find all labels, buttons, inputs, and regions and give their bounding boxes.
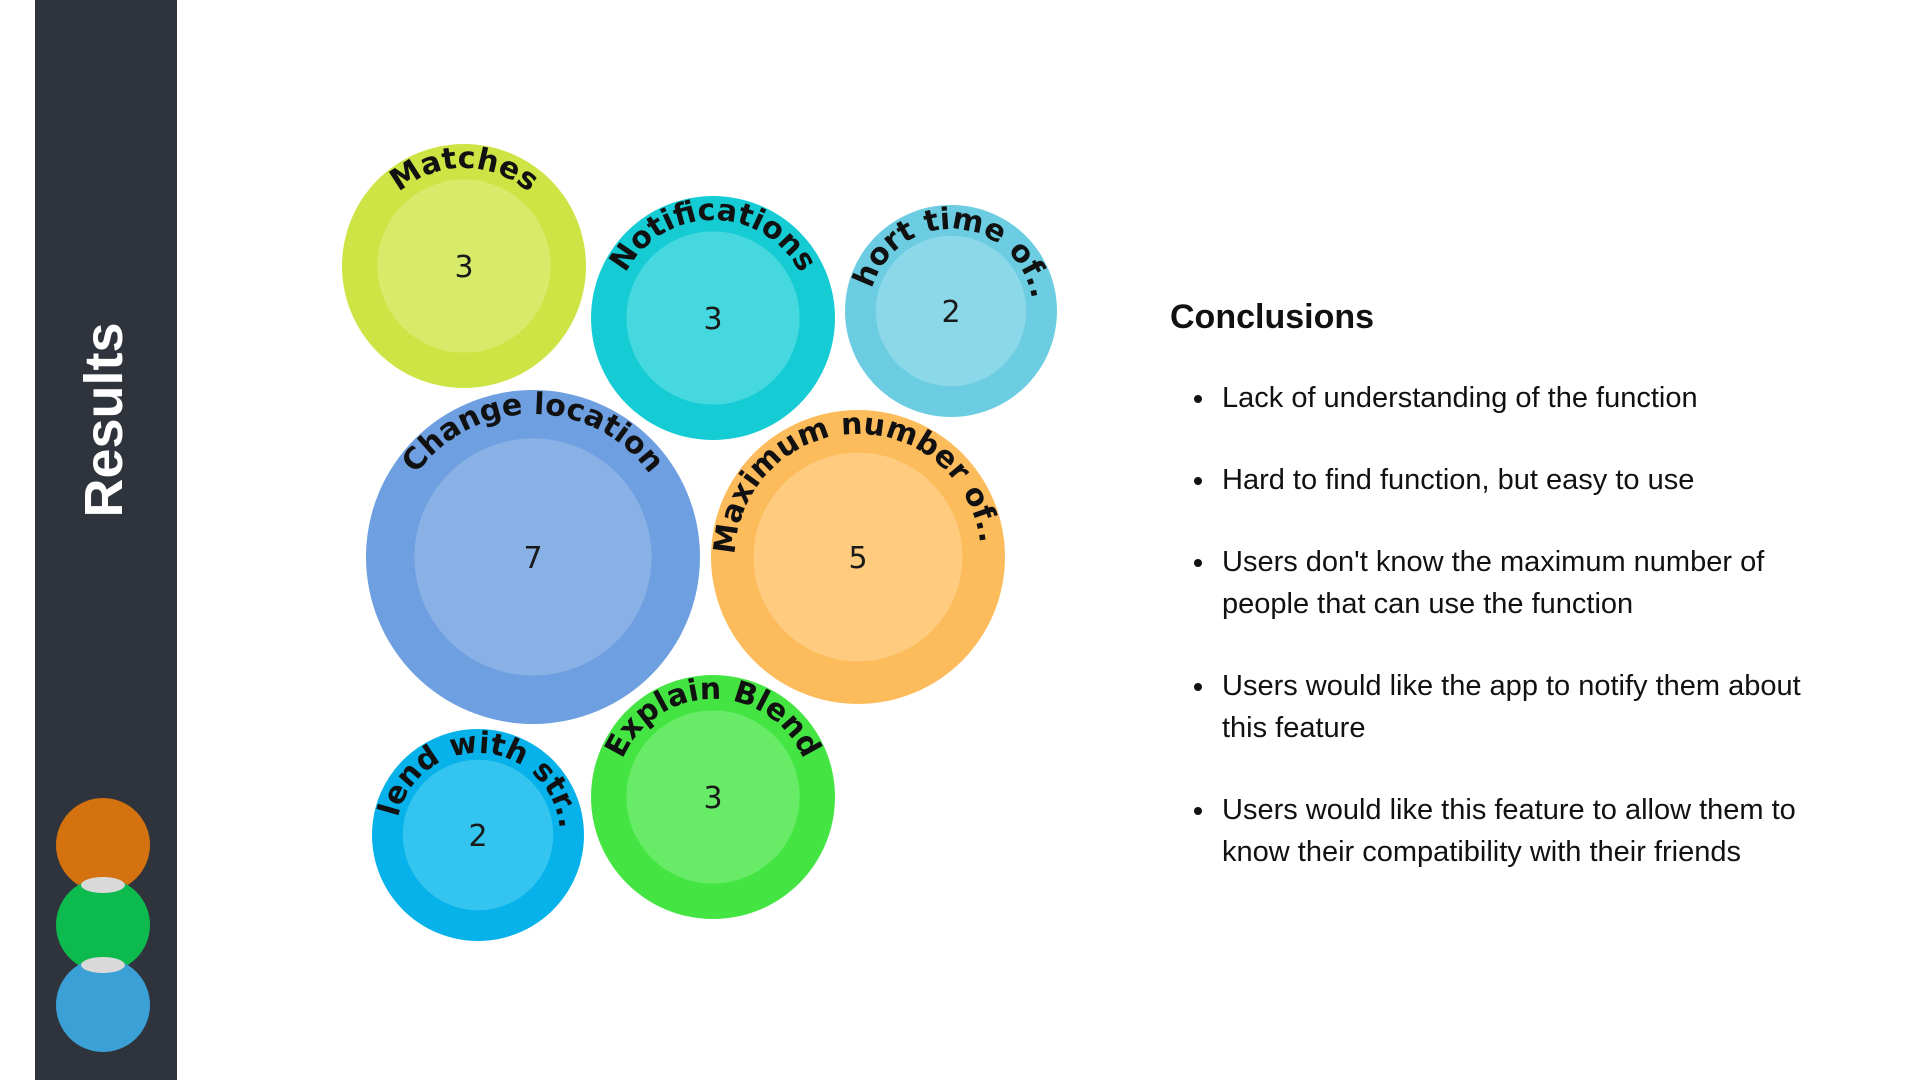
conclusion-text: Users would like the app to notify them … xyxy=(1222,670,1801,744)
bubble-inner xyxy=(414,438,652,676)
bubble-value: 7 xyxy=(523,541,542,576)
conclusion-item: Lack of understanding of the function xyxy=(1170,377,1820,419)
conclusion-text: Lack of understanding of the function xyxy=(1222,382,1698,414)
conclusion-text: Users don't know the maximum number of p… xyxy=(1222,546,1765,620)
bubble-value: 3 xyxy=(703,781,722,816)
bullet-icon xyxy=(1194,395,1202,403)
conclusion-text: Hard to find function, but easy to use xyxy=(1222,464,1695,496)
bullet-icon xyxy=(1194,477,1202,485)
decorative-circles xyxy=(56,798,150,1052)
conclusion-text: Users would like this feature to allow t… xyxy=(1222,794,1796,868)
conclusions-panel: Conclusions Lack of understanding of the… xyxy=(1170,298,1820,913)
decor-overlap xyxy=(81,877,125,893)
bubble-value: 2 xyxy=(468,819,487,854)
conclusion-item: Users would like the app to notify them … xyxy=(1170,665,1820,749)
bullet-icon xyxy=(1194,559,1202,567)
conclusion-item: Users don't know the maximum number of p… xyxy=(1170,541,1820,625)
conclusion-item: Hard to find function, but easy to use xyxy=(1170,459,1820,501)
bubble-value: 5 xyxy=(848,541,867,576)
bubble-inner xyxy=(626,231,800,405)
bubble-value: 2 xyxy=(941,295,960,330)
bubble-inner xyxy=(402,759,554,911)
decor-circle xyxy=(56,798,150,892)
bubble-inner xyxy=(753,452,963,662)
conclusions-title: Conclusions xyxy=(1170,298,1375,336)
bubble-value: 3 xyxy=(454,250,473,285)
bullet-icon xyxy=(1194,683,1202,691)
conclusions-list: Lack of understanding of the function Ha… xyxy=(1170,377,1820,873)
conclusion-item: Users would like this feature to allow t… xyxy=(1170,789,1820,873)
bubble-inner xyxy=(377,179,551,353)
bullet-icon xyxy=(1194,807,1202,815)
decor-overlap xyxy=(81,957,125,973)
bubble-chart: Matches3Notifications3Short time of...2C… xyxy=(0,0,1059,941)
decor-circle xyxy=(56,878,150,972)
bubble-inner xyxy=(875,235,1027,387)
bubble-inner xyxy=(626,710,800,884)
bubble-value: 3 xyxy=(703,302,722,337)
decor-circle xyxy=(56,958,150,1052)
